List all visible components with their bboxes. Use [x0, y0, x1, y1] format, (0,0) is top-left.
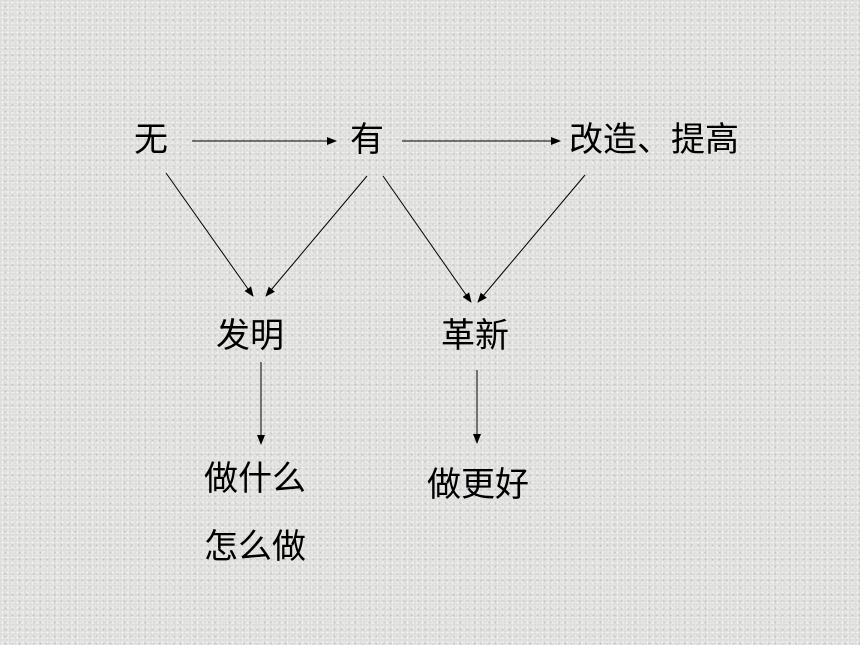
node-gaizao-tigao: 改造、提高	[569, 120, 739, 160]
arrow-wu-to-faming	[165, 172, 254, 297]
node-zuoshenme: 做什么	[204, 459, 306, 499]
node-faming: 发明	[216, 316, 284, 356]
arrow-you-to-gexin	[382, 175, 472, 303]
node-you: 有	[350, 120, 384, 160]
node-gexin: 革新	[441, 316, 509, 356]
arrow-gaizao-to-gexin	[477, 174, 586, 303]
node-zuogenghao: 做更好	[427, 465, 529, 505]
arrow-you-to-faming	[265, 175, 368, 297]
node-wu: 无	[134, 120, 168, 160]
node-zenmezuo: 怎么做	[204, 527, 306, 567]
